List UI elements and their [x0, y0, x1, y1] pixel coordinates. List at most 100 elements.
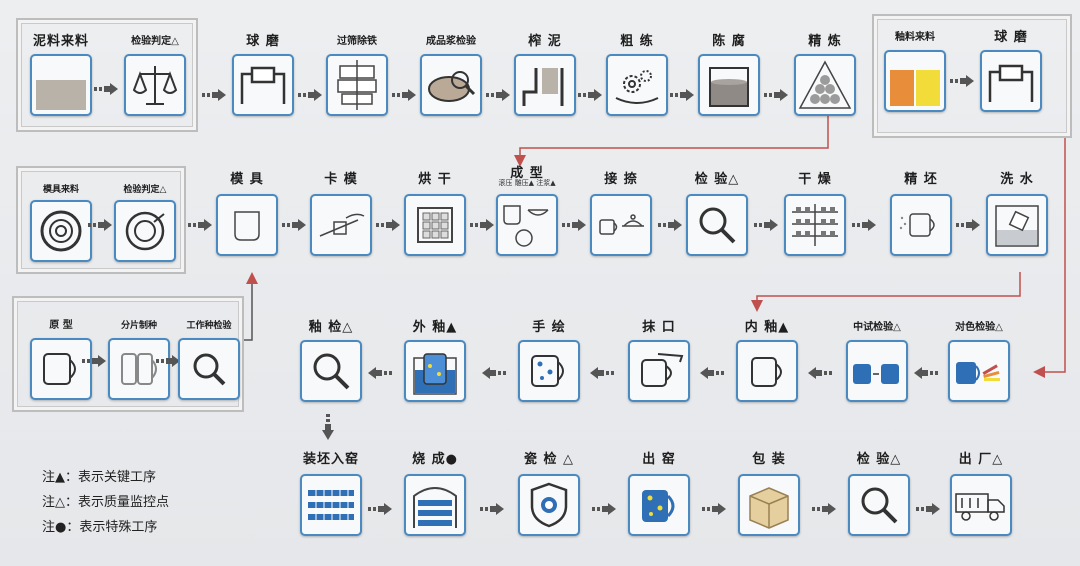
painted-cup-icon: [518, 340, 580, 402]
cup-inner-glaze-icon: [736, 340, 798, 402]
flow-arrow: [956, 216, 980, 235]
flow-arrow: [470, 216, 494, 235]
cup-lid-icon: [590, 194, 652, 256]
link-wash-to-row3: [751, 272, 1021, 312]
cup-prototype-icon: [30, 338, 92, 400]
step-label: 精 炼: [808, 34, 842, 49]
mold-icon: [216, 194, 278, 256]
flow-arrow: [88, 216, 112, 235]
gear-icon: [606, 54, 668, 116]
frame-mold-input: [16, 166, 186, 274]
flow-arrow: [852, 216, 876, 235]
step-label: 成品浆检验: [426, 36, 476, 47]
step-label: 检 验△: [694, 172, 740, 187]
balance-scale-icon: [124, 54, 186, 116]
flow-arrow: [392, 86, 416, 105]
legend-mark: 注▲：: [42, 470, 78, 485]
flow-arrow: [700, 364, 724, 383]
flow-arrow: [808, 364, 832, 383]
flow-arrow: [592, 500, 616, 519]
step-label: 卡 模: [324, 172, 358, 187]
flow-arrow: [482, 364, 506, 383]
flow-arrow-down: [322, 414, 334, 444]
flow-arrow: [368, 364, 392, 383]
forming-shapes-icon: [496, 194, 558, 256]
step-label: 原 型: [49, 320, 73, 331]
step-label: 模 具: [230, 172, 264, 187]
legend-key-process: 注▲：表示关键工序: [42, 466, 156, 485]
link-row1-to-mold: [514, 100, 829, 167]
clamp-icon: [310, 194, 372, 256]
mold-ring-icon: [30, 200, 92, 262]
drying-rack-icon: [784, 194, 846, 256]
trial-cups-icon: [846, 340, 908, 402]
step-label: 出 窑: [642, 452, 676, 467]
step-label: 釉料来料: [895, 32, 935, 43]
step-label: 釉 检△: [308, 320, 354, 335]
flow-arrow: [94, 80, 118, 99]
flow-arrow: [298, 86, 322, 105]
flow-arrow: [578, 86, 602, 105]
step-label: 内 釉▲: [744, 320, 790, 335]
mold-check-icon: [114, 200, 176, 262]
magnifier-icon: [848, 474, 910, 536]
step-label: 检 验△: [856, 452, 902, 467]
step-label: 陈 腐: [712, 34, 746, 49]
flow-arrow: [950, 72, 974, 91]
step-label: 对色检验△: [955, 322, 1003, 333]
step-label: 中试检验△: [853, 322, 901, 333]
ball-mill-icon: [232, 54, 294, 116]
slurry-dish-icon: [420, 54, 482, 116]
flow-arrow: [562, 216, 586, 235]
step-label: 成 型: [510, 166, 544, 181]
step-label: 抹 口: [642, 320, 676, 335]
magnifier-icon: [686, 194, 748, 256]
flow-arrow: [916, 500, 940, 519]
flow-arrow: [754, 216, 778, 235]
sieve-icon: [326, 54, 388, 116]
flow-arrow: [376, 216, 400, 235]
kiln-shelves-icon: [300, 474, 362, 536]
legend-mark: 注●：: [42, 520, 80, 535]
flow-arrow: [202, 86, 226, 105]
step-label: 精 坯: [904, 172, 938, 187]
step-label: 手 绘: [532, 320, 566, 335]
oven-icon: [404, 194, 466, 256]
magnifier-icon: [178, 338, 240, 400]
frame-clay-input: [16, 18, 198, 132]
step-label: 球 磨: [246, 34, 280, 49]
step-label: 出 厂△: [958, 452, 1004, 467]
ball-mill-icon: [980, 50, 1042, 112]
filter-press-icon: [514, 54, 576, 116]
step-label: 检验判定△: [131, 36, 179, 47]
legend-mark: 注△：: [42, 495, 78, 510]
flow-arrow: [658, 216, 682, 235]
link-glaze-to-row3: [1033, 135, 1066, 378]
flow-arrow: [486, 86, 510, 105]
step-label: 分片制种: [120, 321, 157, 331]
cup-rim-icon: [628, 340, 690, 402]
glaze-bins-icon: [884, 50, 946, 112]
flow-arrow: [188, 216, 212, 235]
truck-icon: [950, 474, 1012, 536]
legend-quality-point: 注△：表示质量监控点: [42, 491, 169, 510]
flow-arrow: [368, 500, 392, 519]
flow-arrow: [282, 216, 306, 235]
step-label: 瓷 检 △: [523, 452, 575, 467]
wash-tank-icon: [986, 194, 1048, 256]
flow-arrow: [764, 86, 788, 105]
flow-arrow: [702, 500, 726, 519]
step-label: 装坯入窑: [302, 452, 359, 467]
step-label: 干 燥: [798, 172, 832, 187]
flow-arrow: [156, 352, 180, 371]
shield-icon: [518, 474, 580, 536]
flow-arrow: [914, 364, 938, 383]
forming-methods-label: 滚压 雕压▲ 注浆▲: [498, 179, 556, 187]
step-label: 外 釉▲: [412, 320, 458, 335]
step-label: 过筛除铁: [337, 36, 377, 47]
step-label: 模具来料: [42, 185, 79, 195]
legend-text: 表示特殊工序: [79, 520, 158, 535]
clay-tank-icon: [30, 54, 92, 116]
step-label: 包 装: [752, 452, 786, 467]
glaze-dip-icon: [404, 340, 466, 402]
